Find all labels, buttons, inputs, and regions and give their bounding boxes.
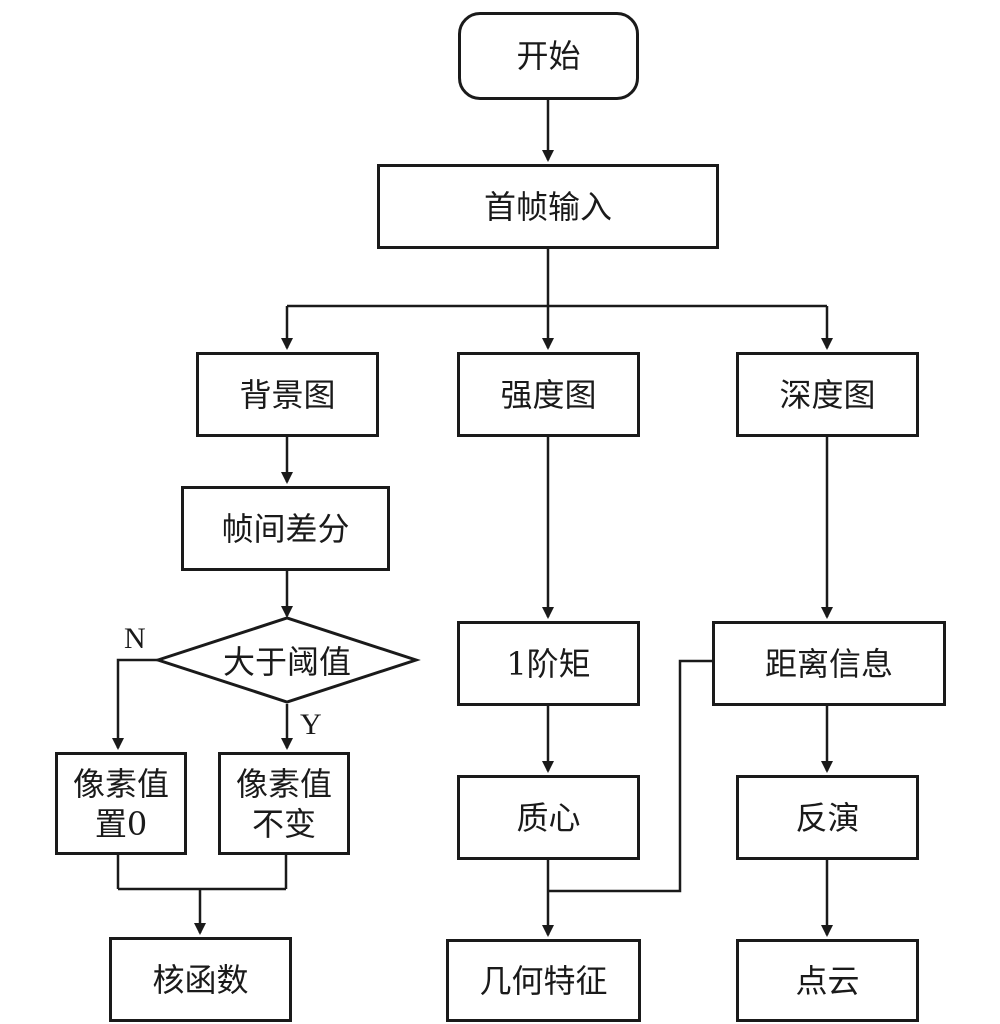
pixel-unchanged-line1: 像素值 [235, 764, 332, 803]
frame-difference-node: 帧间差分 [181, 486, 390, 571]
first-frame-input-node: 首帧输入 [377, 164, 719, 249]
pixel-unchanged-line2: 不变 [251, 804, 316, 843]
distance-info-node: 距离信息 [712, 621, 946, 706]
inversion-node: 反演 [736, 775, 919, 860]
pixel-unchanged-node: 像素值 不变 [218, 752, 350, 855]
depth-map-node: 深度图 [736, 352, 919, 437]
connector-distance-to-geometry [548, 659, 713, 893]
background-map-node: 背景图 [196, 352, 379, 437]
pixel-zero-line2: 置0 [94, 804, 148, 843]
pixel-zero-node: 像素值 置0 [55, 752, 187, 855]
point-cloud-node: 点云 [736, 939, 919, 1022]
centroid-node: 质心 [457, 775, 640, 860]
geometric-features-node: 几何特征 [446, 939, 641, 1022]
branch-label-no: N [124, 622, 146, 655]
arrow-decision-no [112, 658, 158, 750]
pixel-zero-line1: 像素值 [72, 764, 169, 803]
intensity-map-node: 强度图 [457, 352, 640, 437]
kernel-function-node: 核函数 [109, 937, 292, 1022]
start-node: 开始 [458, 12, 639, 100]
decision-diamond [153, 616, 421, 704]
decision-label: 大于阈值 [222, 643, 351, 681]
first-moment-node: 1阶矩 [457, 621, 640, 706]
branch-label-yes: Y [300, 708, 322, 741]
